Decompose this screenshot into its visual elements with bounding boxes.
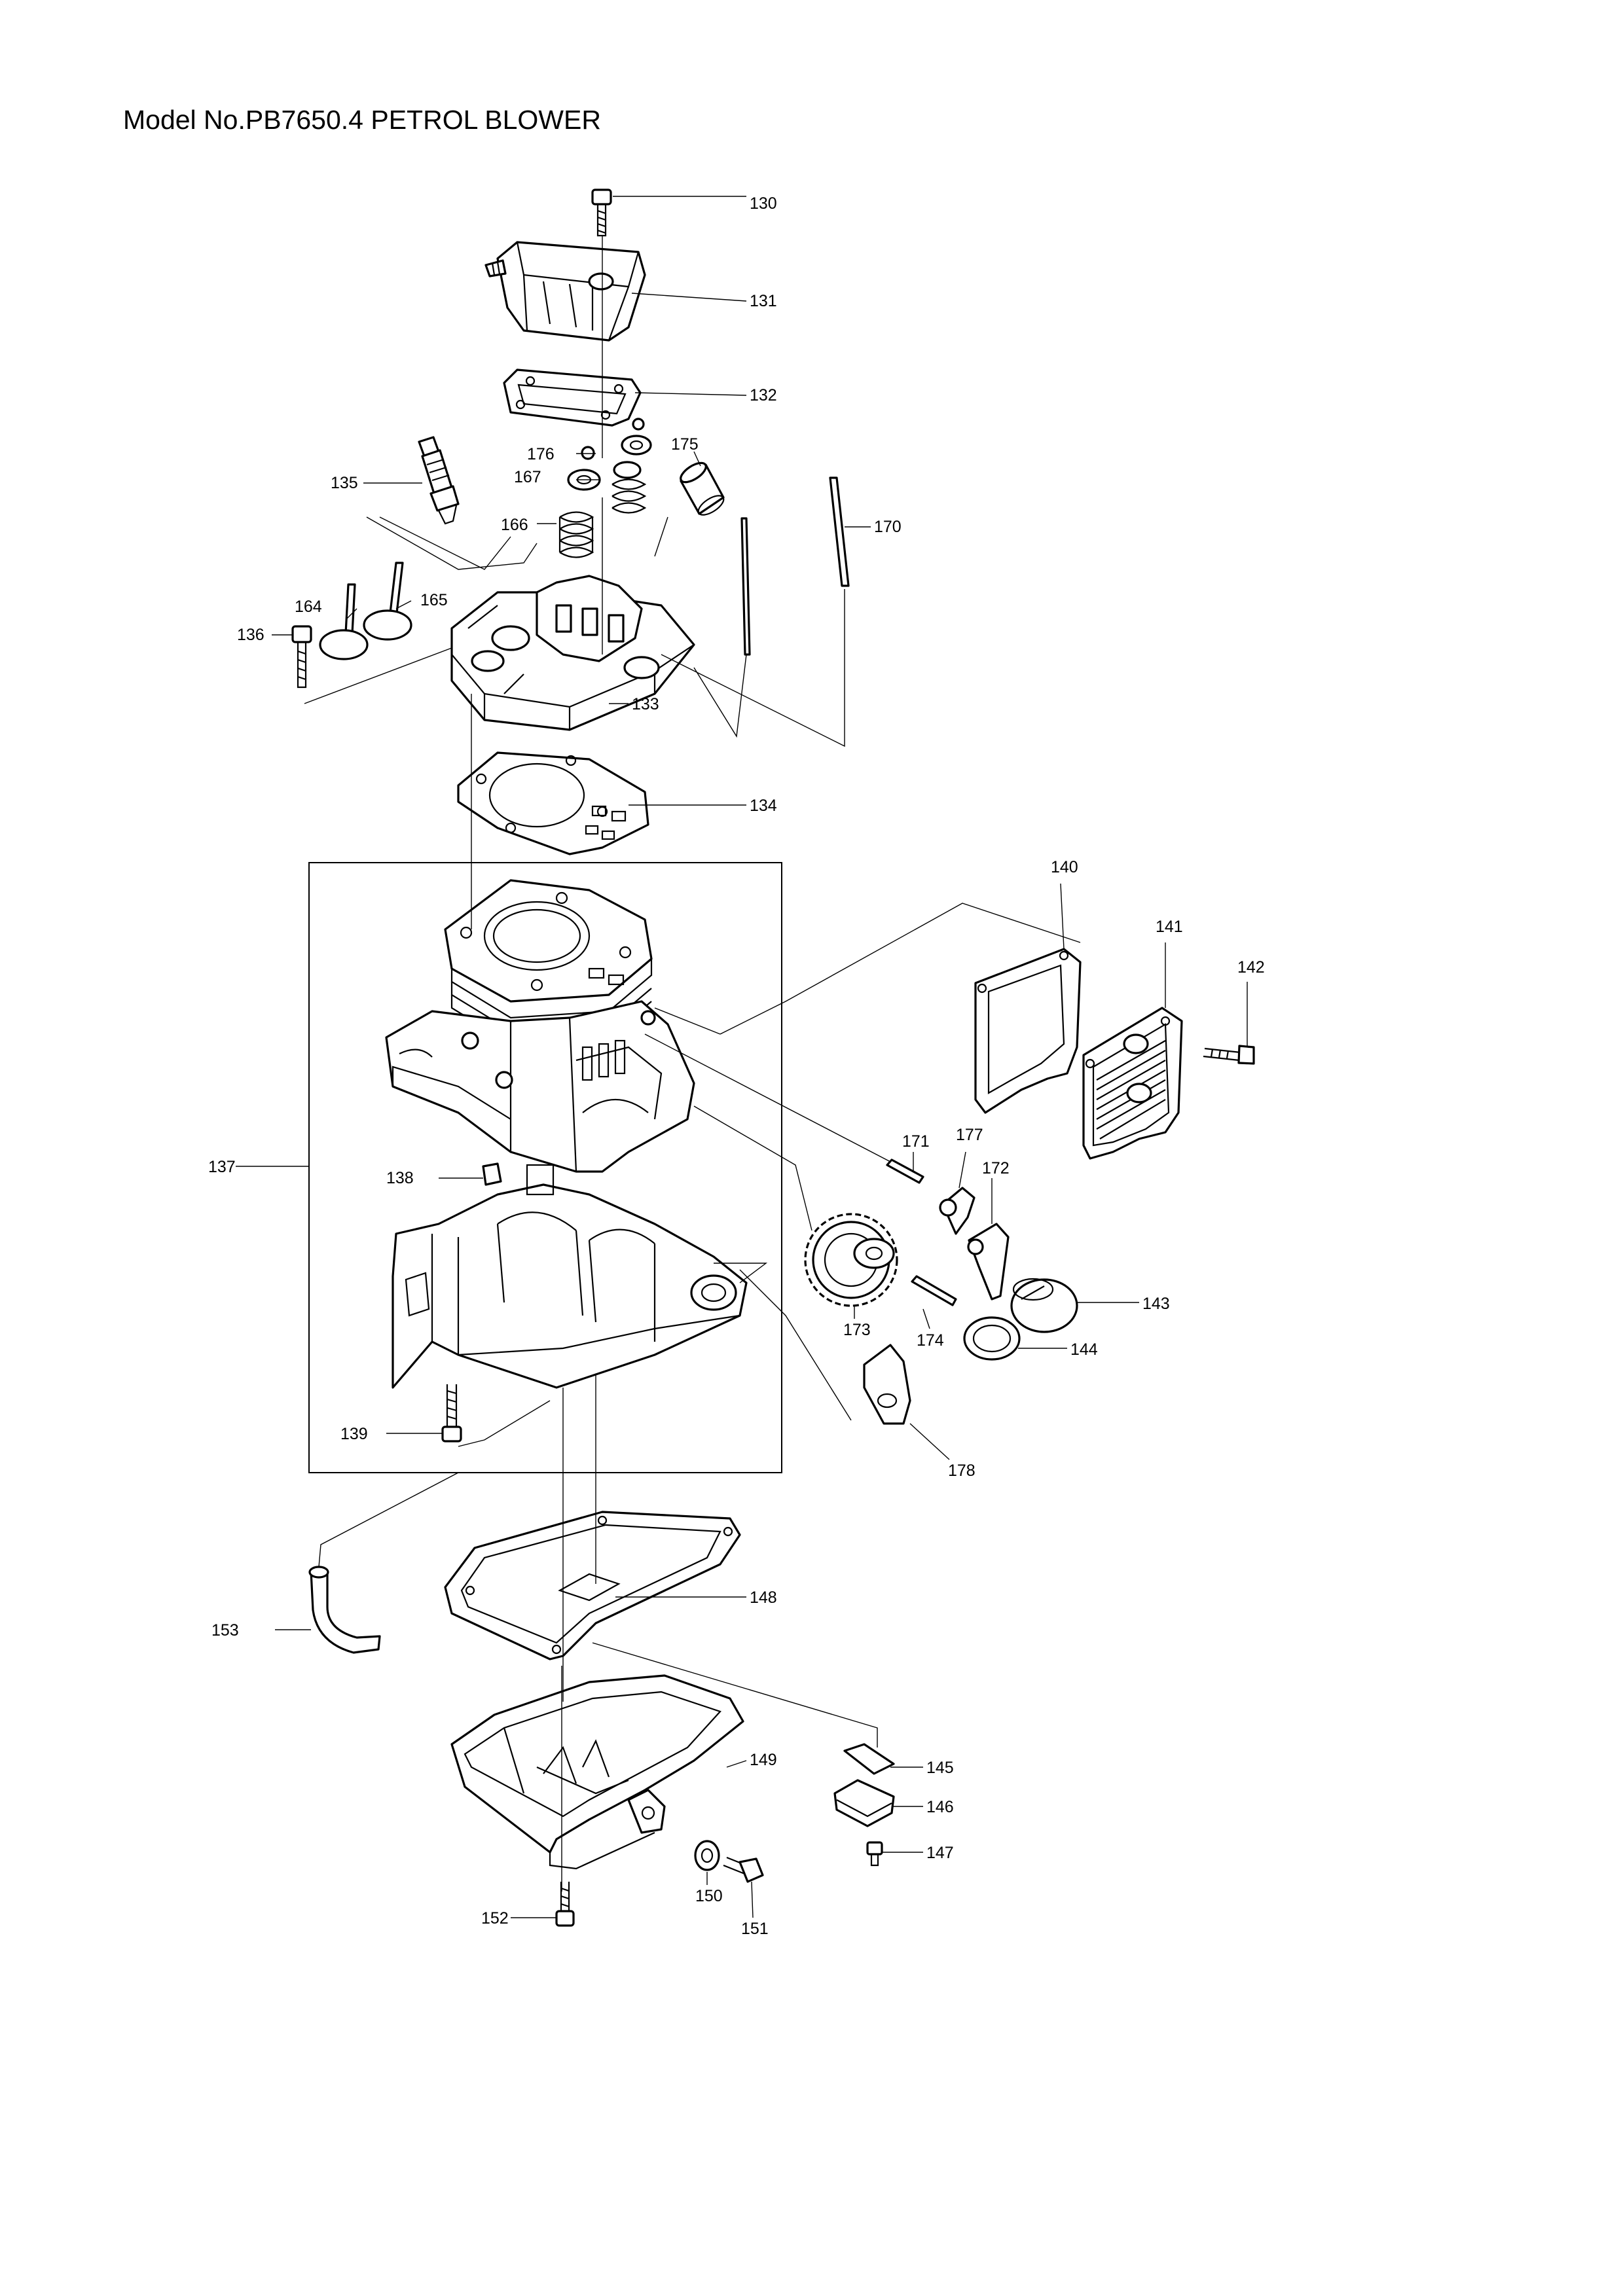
part-142-bolt — [1203, 1045, 1255, 1065]
part-152-bolt — [555, 1882, 575, 1927]
part-174-shaft — [911, 1275, 957, 1306]
part-labels: 130 131 132 176 175 135 167 166 170 164 … — [208, 194, 1265, 1938]
label-175: 175 — [671, 435, 699, 454]
part-144-seal — [963, 1316, 1021, 1361]
part-150-washer — [694, 1840, 720, 1871]
label-173: 173 — [843, 1321, 871, 1339]
part-171-pin — [886, 1158, 924, 1184]
part-145-plate — [843, 1743, 895, 1775]
part-131-valve-cover — [484, 241, 646, 342]
label-151: 151 — [741, 1920, 769, 1938]
label-139: 139 — [340, 1425, 368, 1443]
label-144: 144 — [1070, 1340, 1098, 1359]
part-153-hose — [308, 1566, 381, 1654]
label-152: 152 — [481, 1909, 509, 1928]
part-151-drain-bolt — [723, 1856, 764, 1883]
part-148-pan-gasket — [444, 1511, 741, 1660]
diagram-title: Model No.PB7650.4 PETROL BLOWER — [123, 105, 601, 135]
label-131: 131 — [750, 292, 777, 310]
label-147: 147 — [926, 1844, 954, 1862]
part-135-spark-plug — [418, 436, 460, 525]
label-142: 142 — [1237, 958, 1265, 977]
label-172: 172 — [982, 1159, 1010, 1177]
label-178: 178 — [948, 1462, 976, 1480]
label-138: 138 — [386, 1169, 414, 1187]
part-140-cover-gasket — [974, 948, 1082, 1114]
part-139-bolt — [441, 1384, 462, 1443]
label-170: 170 — [874, 518, 902, 536]
part-130-bolt — [591, 188, 612, 237]
part-176-collet — [581, 446, 595, 460]
label-177: 177 — [956, 1126, 983, 1144]
part-138-plug — [482, 1162, 502, 1186]
part-164-intake-valve — [319, 583, 369, 660]
assembly-lines — [236, 196, 1248, 1918]
label-153: 153 — [211, 1621, 239, 1640]
label-149: 149 — [750, 1751, 777, 1769]
part-133-cylinder-head — [450, 575, 695, 731]
label-150: 150 — [695, 1887, 723, 1905]
label-148: 148 — [750, 1588, 777, 1607]
part-143-cap — [1010, 1278, 1078, 1333]
part-170-push-rod — [829, 476, 850, 587]
label-136: 136 — [237, 626, 264, 644]
part-136-bolt — [291, 625, 312, 689]
label-166: 166 — [501, 516, 528, 534]
part-push-rod-b — [740, 517, 751, 656]
label-174: 174 — [917, 1331, 944, 1350]
label-137: 137 — [208, 1158, 236, 1176]
label-140: 140 — [1051, 858, 1078, 876]
part-132-cover-gasket — [503, 368, 642, 427]
part-147-screw — [866, 1841, 883, 1867]
label-167: 167 — [514, 468, 541, 486]
label-130: 130 — [750, 194, 777, 213]
part-134-head-gasket — [457, 751, 649, 855]
part-165-exhaust-valve — [363, 562, 412, 641]
part-173-cam-gear — [804, 1213, 898, 1307]
part-lower-crankcase — [392, 1164, 748, 1389]
label-141: 141 — [1156, 918, 1183, 936]
label-132: 132 — [750, 386, 777, 404]
label-176: 176 — [527, 445, 555, 463]
part-175-sleeve — [680, 461, 725, 516]
part-177-rocker — [939, 1187, 976, 1235]
part-cylinder — [444, 879, 653, 1045]
part-upper-crankcase — [385, 1000, 695, 1173]
part-166-valve-spring — [558, 511, 594, 558]
part-149-oil-pan — [450, 1674, 744, 1870]
label-134: 134 — [750, 797, 777, 815]
part-178-guide — [863, 1344, 911, 1425]
part-141-side-cover — [1082, 1007, 1183, 1160]
label-146: 146 — [926, 1798, 954, 1816]
group-137-box — [308, 862, 782, 1473]
label-135: 135 — [331, 474, 358, 492]
label-145: 145 — [926, 1759, 954, 1777]
label-171: 171 — [902, 1132, 930, 1151]
part-146-cap — [833, 1779, 895, 1827]
part-spring-set-b — [611, 418, 652, 514]
label-164: 164 — [295, 598, 322, 616]
part-172-rocker — [967, 1223, 1010, 1300]
label-165: 165 — [420, 591, 448, 609]
label-133: 133 — [632, 695, 659, 713]
label-143: 143 — [1142, 1295, 1170, 1313]
